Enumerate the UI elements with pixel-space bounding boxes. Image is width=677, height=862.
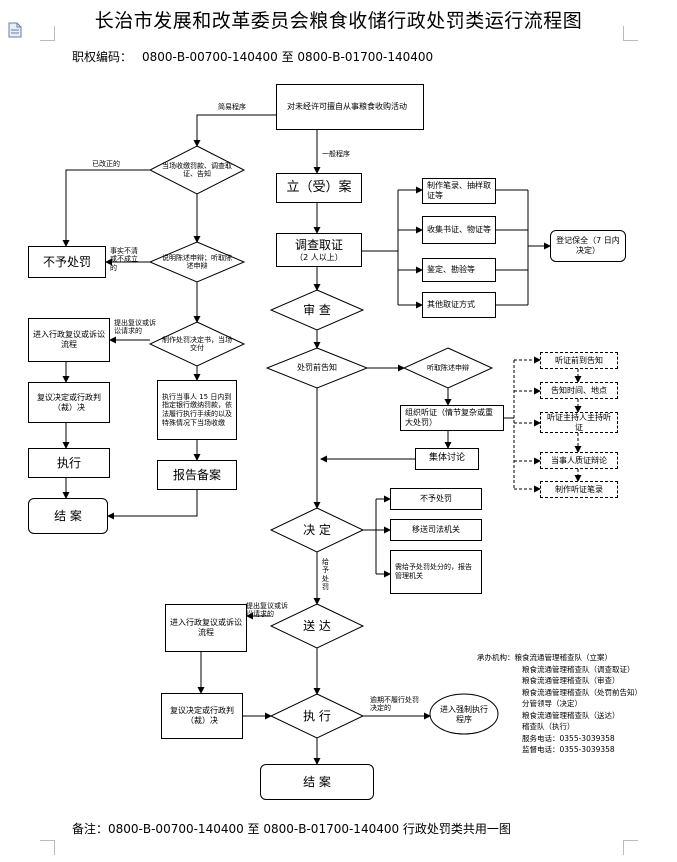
- decision-report-authority: 需给予处罚处分的，报告管理机关: [390, 550, 482, 594]
- decision-no-penalty: 不予处罚: [390, 488, 482, 510]
- document-icon[interactable]: [8, 22, 22, 38]
- page-corner-mark: [40, 840, 55, 855]
- organizer-line: 粮食流通管理稽查队（送达）: [522, 710, 620, 720]
- collective-node: 集体讨论: [415, 448, 479, 470]
- end-left-node: 结 案: [28, 498, 108, 534]
- investigate-node: 调查取证 （2 人以上）: [276, 233, 362, 267]
- hearing-org-node: 组织听证（情节复杂或重大处罚）: [400, 405, 504, 431]
- diamond-decision-left-text: 制作处罚决定书，当场交付: [162, 335, 232, 352]
- execute-notice-node: 执行当事人 15 日内到指定银行缴纳罚款，依法履行执行手续的以及特殊情况下当场收…: [157, 380, 237, 440]
- authority-code-label: 职权编码：: [72, 50, 133, 64]
- organizer-line: 稽查队（执行）: [522, 722, 575, 731]
- review-result-bottom-node: 复议决定或行政判（裁）决: [161, 693, 243, 739]
- start-node: 对未经许可擅自从事粮食收购活动: [276, 84, 424, 130]
- register-node: 立（受）案: [276, 173, 362, 203]
- admin-review-left-node: 进入行政复议或诉讼流程: [28, 318, 110, 362]
- hearing-step-notify: 听证前到告知: [540, 352, 618, 369]
- organizer-line: 粮食流通管理稽查队（处罚前告知）: [522, 687, 642, 697]
- service-phone: 服务电话：0355-3039358: [522, 733, 615, 743]
- admin-review-bottom-node: 进入行政复议或诉讼流程: [165, 604, 247, 652]
- preservation-node: 登记保全（7 日内决定）: [550, 230, 626, 262]
- page-corner-mark: [40, 26, 55, 41]
- authority-code-value: 0800-B-00700-140400 至 0800-B-01700-14040…: [142, 50, 434, 64]
- authority-code: 职权编码： 0800-B-00700-140400 至 0800-B-01700-…: [72, 48, 433, 65]
- label-appeal-bottom: 提出复议或诉讼请求的: [246, 602, 288, 619]
- label-corrected: 已改正的: [92, 160, 120, 168]
- page-corner-mark: [623, 840, 638, 855]
- investigation-step-other: 其他取证方式: [422, 292, 496, 318]
- label-general-procedure: 一般程序: [322, 150, 350, 158]
- organizer-info: 承办机构：粮食流通管理稽查队（立案） 粮食流通管理稽查队（调查取证） 粮食流通管…: [477, 652, 642, 756]
- organizer-line: 粮食流通管理稽查队（审查）: [522, 676, 620, 685]
- page-corner-mark: [623, 26, 638, 41]
- decision-transfer-judicial: 移送司法机关: [390, 519, 482, 541]
- hearing-step-debate: 当事人质证辩论: [540, 452, 618, 469]
- organizer-line: 粮食流通管理稽查队（调查取证）: [522, 664, 635, 674]
- supervision-phone: 监督电话：0355-3039358: [522, 745, 615, 754]
- diamond-decision-text: 决 定: [303, 522, 331, 537]
- investigate-label: 调查取证: [294, 237, 343, 252]
- label-facts-unclear: 事实不清或不成立的: [110, 247, 138, 272]
- label-give-penalty: 给予处罚: [322, 558, 329, 592]
- hearing-step-record: 制作听证笔录: [540, 481, 618, 498]
- diamond-prior-notice-text: 处罚前告知: [297, 363, 337, 373]
- page-title: 长治市发展和改革委员会粮食收储行政处罚类运行流程图: [94, 10, 583, 32]
- diamond-simple-text: 当场收缴罚款、调查取证、告知: [162, 161, 232, 178]
- hearing-step-host: 听证主持人主持听证: [540, 412, 618, 433]
- investigate-sub-label: （2 人以上）: [295, 252, 343, 262]
- end-bottom-node: 结 案: [260, 764, 374, 800]
- label-appeal-left: 提出复议或诉讼请求的: [114, 319, 156, 336]
- label-overdue: 逾期不履行处罚决定的: [370, 696, 419, 713]
- investigation-step-evidence: 收集书证、物证等: [422, 216, 496, 244]
- investigation-step-record: 制作笔录、抽样取证等: [422, 178, 496, 204]
- enforce-text: 进入强制执行程序: [440, 705, 488, 724]
- diamond-statement-text: 说明陈述申辩；听取陈述申辩: [162, 253, 232, 270]
- organizer-line: 分管领导（决定）: [522, 699, 582, 708]
- label-simple-procedure: 简易程序: [218, 103, 246, 111]
- diamond-execute-bottom-text: 执 行: [303, 708, 331, 723]
- execute-left-node: 执行: [28, 448, 110, 478]
- no-penalty-left-node: 不予处罚: [28, 246, 106, 278]
- diamond-delivery-text: 送 达: [303, 618, 331, 633]
- investigation-step-appraisal: 鉴定、勘验等: [422, 258, 496, 282]
- review-result-left-node: 复议决定或行政判（裁）决: [28, 382, 110, 423]
- diamond-review-text: 审 查: [303, 302, 331, 317]
- footer-note: 备注：0800-B-00700-140400 至 0800-B-01700-14…: [72, 822, 511, 836]
- hearing-step-time-place: 告知时间、地点: [540, 382, 618, 399]
- organizer-line: 承办机构：粮食流通管理稽查队（立案）: [477, 653, 612, 662]
- diamond-hearing-text: 听取陈述申辩: [427, 363, 469, 372]
- report-filing-node: 报告备案: [157, 460, 237, 490]
